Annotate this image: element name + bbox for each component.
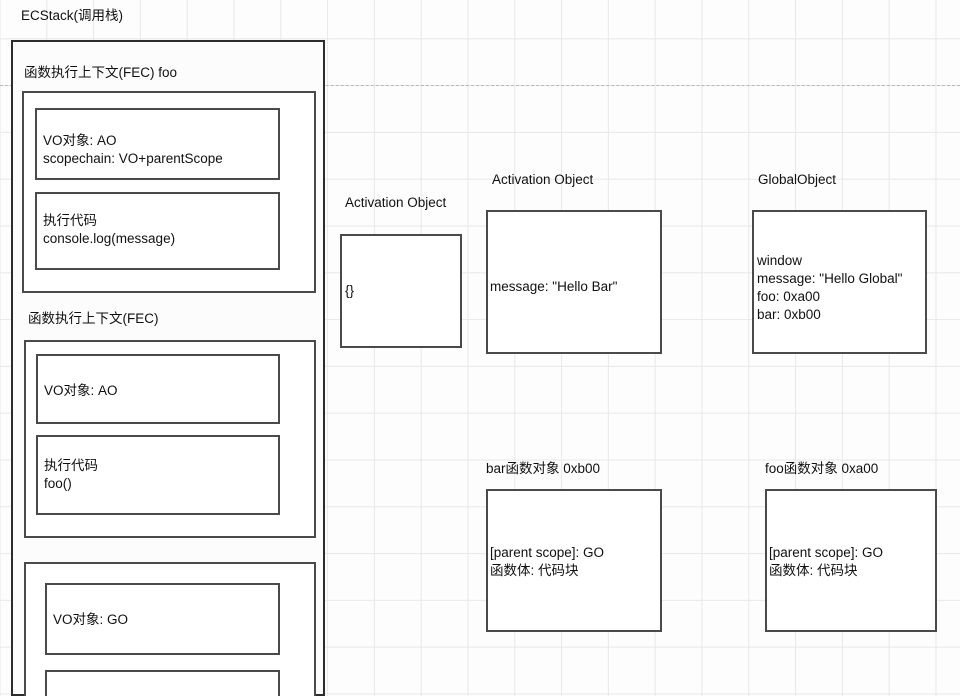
fec-frame-0-slot-0: VO对象: AO scopechain: VO+parentScope [35,108,280,180]
fec-frame-2-slot-0: VO对象: GO [45,583,280,655]
fec-frame-1-slot-0: VO对象: AO [36,354,280,424]
heap-object-1-body: message: "Hello Bar" [490,279,618,294]
heap-object-3: [parent scope]: GO 函数体: 代码块 [486,489,662,632]
fec-frame-2-slot-0-text: VO对象: GO [53,612,129,627]
heap-object-0: {} [340,234,462,348]
ecstack-title: ECStack(调用栈) [21,8,124,23]
heap-object-2-caption: GlobalObject [758,172,837,187]
heap-object-4: [parent scope]: GO 函数体: 代码块 [765,489,937,632]
fec-frame-1-slot-1: 执行代码 foo() [36,435,280,515]
fec-frame-0-slot-1: 执行代码 console.log(message) [35,192,280,270]
fec-frame-1-slot-0-text: VO对象: AO [44,383,118,398]
fec-frame-1-label: 函数执行上下文(FEC) [28,311,159,326]
heap-object-4-body: [parent scope]: GO 函数体: 代码块 [769,545,884,578]
heap-object-3-caption: bar函数对象 0xb00 [486,461,601,476]
heap-object-1: message: "Hello Bar" [486,210,662,354]
heap-object-0-caption: Activation Object [345,195,447,210]
fec-frame-0-slot-0-text: VO对象: AO scopechain: VO+parentScope [43,133,223,166]
heap-object-4-caption: foo函数对象 0xa00 [765,461,879,476]
heap-object-2-body: window message: "Hello Global" foo: 0xa0… [757,253,903,322]
heap-object-3-body: [parent scope]: GO 函数体: 代码块 [490,545,605,578]
guide-line-horizontal [0,85,960,86]
fec-frame-0-label: 函数执行上下文(FEC) foo [24,65,178,80]
fec-frame-1-slot-1-text: 执行代码 foo() [44,458,98,491]
heap-object-0-body: {} [345,283,355,298]
heap-object-2: window message: "Hello Global" foo: 0xa0… [752,210,927,354]
fec-frame-0-slot-1-text: 执行代码 console.log(message) [43,213,176,246]
heap-object-1-caption: Activation Object [492,172,594,187]
fec-frame-2-slot-1 [45,670,280,696]
